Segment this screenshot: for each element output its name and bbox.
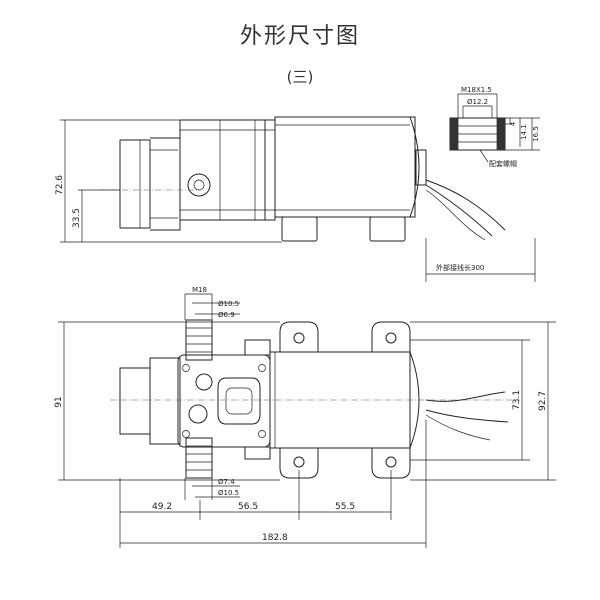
top-pump-head xyxy=(149,357,181,445)
side-view: 72.6 33.5 xyxy=(55,116,506,243)
dim-len-c: 55.5 xyxy=(335,502,355,512)
mount-ear-tr xyxy=(371,321,411,352)
page-subtitle: (三) xyxy=(286,68,314,86)
mount-foot-left xyxy=(281,216,318,242)
wire-2 xyxy=(425,184,493,237)
cap-detail: M18X1.5 Ø12.2 4 14.1 16.5 配套螺帽 xyxy=(449,86,540,168)
pump-head-body xyxy=(150,137,181,231)
top-outer-dia-label: Ø10.5 xyxy=(218,300,239,308)
pump-head-cap xyxy=(119,139,151,229)
port-circle xyxy=(188,404,208,424)
top-thread-label: M18 xyxy=(192,286,207,294)
wire-length-dimension: 外部接线长300 xyxy=(425,238,536,282)
cap-note: 配套螺帽 xyxy=(489,159,517,168)
wire-length-label: 外部接线长300 xyxy=(436,263,484,272)
cap-dim-a: 4 xyxy=(509,121,517,126)
top-view: M18 Ø10.5 Ø6.9 Ø7.4 Ø10.5 xyxy=(54,286,556,548)
top-fitting xyxy=(185,319,213,361)
outlet-fitting xyxy=(187,173,211,197)
motor-end-cap xyxy=(409,116,420,218)
cap-dim-b: 14.1 xyxy=(520,124,528,140)
mount-ear-tl xyxy=(279,321,319,352)
dim-height-outlet: 33.5 xyxy=(72,208,82,228)
dim-len-b: 56.5 xyxy=(238,502,258,512)
dim-width-total: 91 xyxy=(54,396,64,407)
dim-motor-dia: 73.1 xyxy=(512,390,522,410)
cap-thread-label: M18X1.5 xyxy=(461,86,492,94)
mount-foot-right xyxy=(369,216,406,242)
page-title: 外形尺寸图 xyxy=(239,24,360,49)
dim-height-total: 72.6 xyxy=(55,175,65,195)
dim-len-total: 182.8 xyxy=(262,533,288,543)
bottom-inner-dia-label: Ø7.4 xyxy=(218,478,235,486)
cap-inner-dia-label: Ø12.2 xyxy=(467,98,488,106)
bottom-outer-dia-label: Ø10.5 xyxy=(218,489,239,497)
wire-1 xyxy=(425,179,506,231)
top-wire-1 xyxy=(425,391,506,402)
pump-housing xyxy=(179,119,276,221)
housing-flange xyxy=(264,119,276,221)
bottom-fitting xyxy=(185,437,213,479)
valve-chamber xyxy=(217,377,261,425)
top-inner-dia-label: Ø6.9 xyxy=(218,311,235,319)
dim-mount-span: 92.7 xyxy=(538,391,548,411)
motor-body xyxy=(274,116,416,218)
cap-dim-c: 16.5 xyxy=(532,126,540,142)
top-wire-2 xyxy=(425,409,509,423)
top-pump-cap xyxy=(119,367,151,435)
top-pump-housing xyxy=(177,354,271,448)
dim-len-a: 49.2 xyxy=(152,502,172,512)
